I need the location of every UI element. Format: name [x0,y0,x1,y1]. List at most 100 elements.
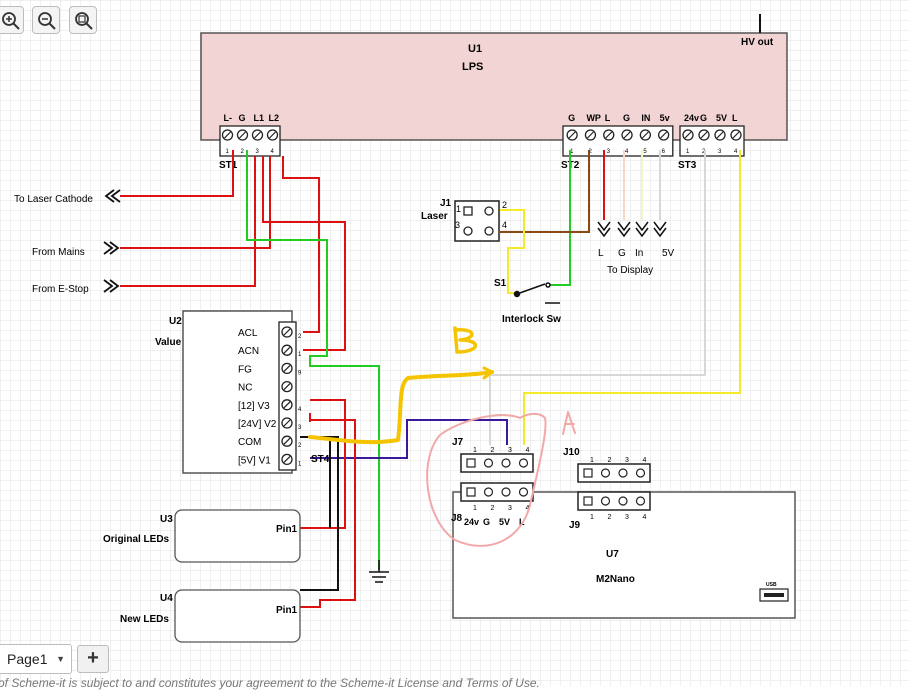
u2-pin-label: FG [238,364,252,375]
add-page-button[interactable]: + [77,645,109,673]
st1-pin-label: L1 [254,113,265,123]
u2-pin-num: 4 [298,407,302,413]
zoom-in-button[interactable] [0,6,24,34]
j7-pin-num: 1 [473,447,477,454]
j9-pin-num: 2 [608,514,612,521]
u2-pin-label: NC [238,383,252,394]
u3-pin: Pin1 [276,524,298,535]
st1-pin-num: 2 [241,149,245,155]
j1-pin-1: 1 [456,204,461,214]
lps-name: LPS [462,61,483,73]
lps-u1[interactable]: U1 LPS HV out [200,14,788,141]
marker-annotations [308,326,576,547]
st2-pin-label: G [568,113,575,123]
u3-name: Original LEDs [103,534,170,545]
wires [120,150,741,608]
j1-pin-3: 3 [455,220,460,230]
u2-value[interactable]: U2 Value [155,310,293,474]
display-label: To Display [607,265,653,276]
s1-name: Interlock Sw [502,314,561,325]
st3-pin-label: 5V [716,113,727,123]
u7-m2nano[interactable]: U7 M2Nano USB [452,491,796,619]
st2-pin-num: 5 [643,149,647,155]
u2-pin-label: COM [238,437,261,448]
j8-pin-5v: 5V [499,517,510,527]
u2-pin-label: [12] V3 [238,401,270,412]
st2-pin-label: L [605,113,611,123]
j8-pin-num: 1 [473,505,477,512]
u2-ref: U2 [169,316,182,327]
j8-pin-num: 2 [491,505,495,512]
j9-pin-num: 4 [643,514,647,521]
j10-pin-num: 2 [608,457,612,464]
st1-pin-label: G [239,113,246,123]
display-pin-5v: 5V [662,248,675,259]
hv-out-label: HV out [741,37,774,48]
u2-pin-label: ACL [238,328,258,339]
usb-label: USB [766,582,777,588]
u2-pin-num: 2 [298,443,302,449]
connector-arrows [103,189,121,293]
u2-pin-num: 3 [298,425,302,431]
j8-ref: J8 [451,513,463,524]
j8-pin-l: L [519,517,525,527]
j10-pin-num: 1 [590,457,594,464]
st2-pin-num: 1 [570,149,574,155]
zoom-out-button[interactable] [32,6,60,34]
st2-pin-label: G [623,113,630,123]
u4-new-leds[interactable]: U4 New LEDs Pin1 [120,589,301,643]
u3-original-leds[interactable]: U3 Original LEDs Pin1 [103,509,301,563]
u4-pin: Pin1 [276,605,298,616]
j8-pin-g: G [483,517,490,527]
page-tab[interactable]: Page1▼ [0,644,72,674]
st1-pin-label: L2 [269,113,280,123]
st2-pin-label: WP [586,113,601,123]
lps-ref: U1 [468,43,482,55]
st1-pin-num: 4 [271,149,275,155]
footer-text: of Scheme-it is subject to and constitut… [0,676,540,690]
zoom-fit-button[interactable] [69,6,97,34]
st3-pin-label: L [732,113,738,123]
page-tab-label: Page1 [7,651,48,667]
u2-name: Value [155,337,182,348]
u2-pin-num: 1 [298,352,302,358]
j7-ref: J7 [452,437,464,448]
u7-ref: U7 [606,549,619,560]
j9-ref: J9 [569,520,581,531]
u4-ref: U4 [160,593,173,604]
st3-pin-num: 3 [718,149,722,155]
u3-ref: U3 [160,514,173,525]
st4-ref: ST4 [311,454,330,465]
j10-pin-num: 4 [643,457,647,464]
st3-pin-num: 4 [734,149,738,155]
st2-pin-label: IN [641,113,650,123]
st3-pin-label: G [700,113,707,123]
j9-header[interactable]: 1 2 3 4 [577,491,651,521]
st2-pin-num: 6 [662,149,666,155]
j1-pin-4: 4 [502,220,507,230]
st2-pin-num: 3 [607,149,611,155]
j9-pin-num: 3 [625,514,629,521]
j1-laser-connector[interactable]: 1 2 3 4 J1 Laser [421,198,507,242]
j1-ref: J1 [440,198,452,209]
zoom-in-icon [2,12,20,30]
j7-pin-num: 4 [526,447,530,454]
s1-ref: S1 [494,278,507,289]
s1-interlock-switch[interactable] [513,282,561,304]
st1-pin-num: 1 [226,149,230,155]
display-pin-g: G [618,248,626,259]
laser-cathode-label: To Laser Cathode [14,194,93,205]
j9-pin-num: 1 [590,514,594,521]
u2-pin-label: ACN [238,346,259,357]
u2-pin-num: 9 [298,370,302,376]
st3-pin-num: 1 [686,149,690,155]
zoom-fit-icon [75,12,93,30]
zoom-out-icon [38,12,56,30]
